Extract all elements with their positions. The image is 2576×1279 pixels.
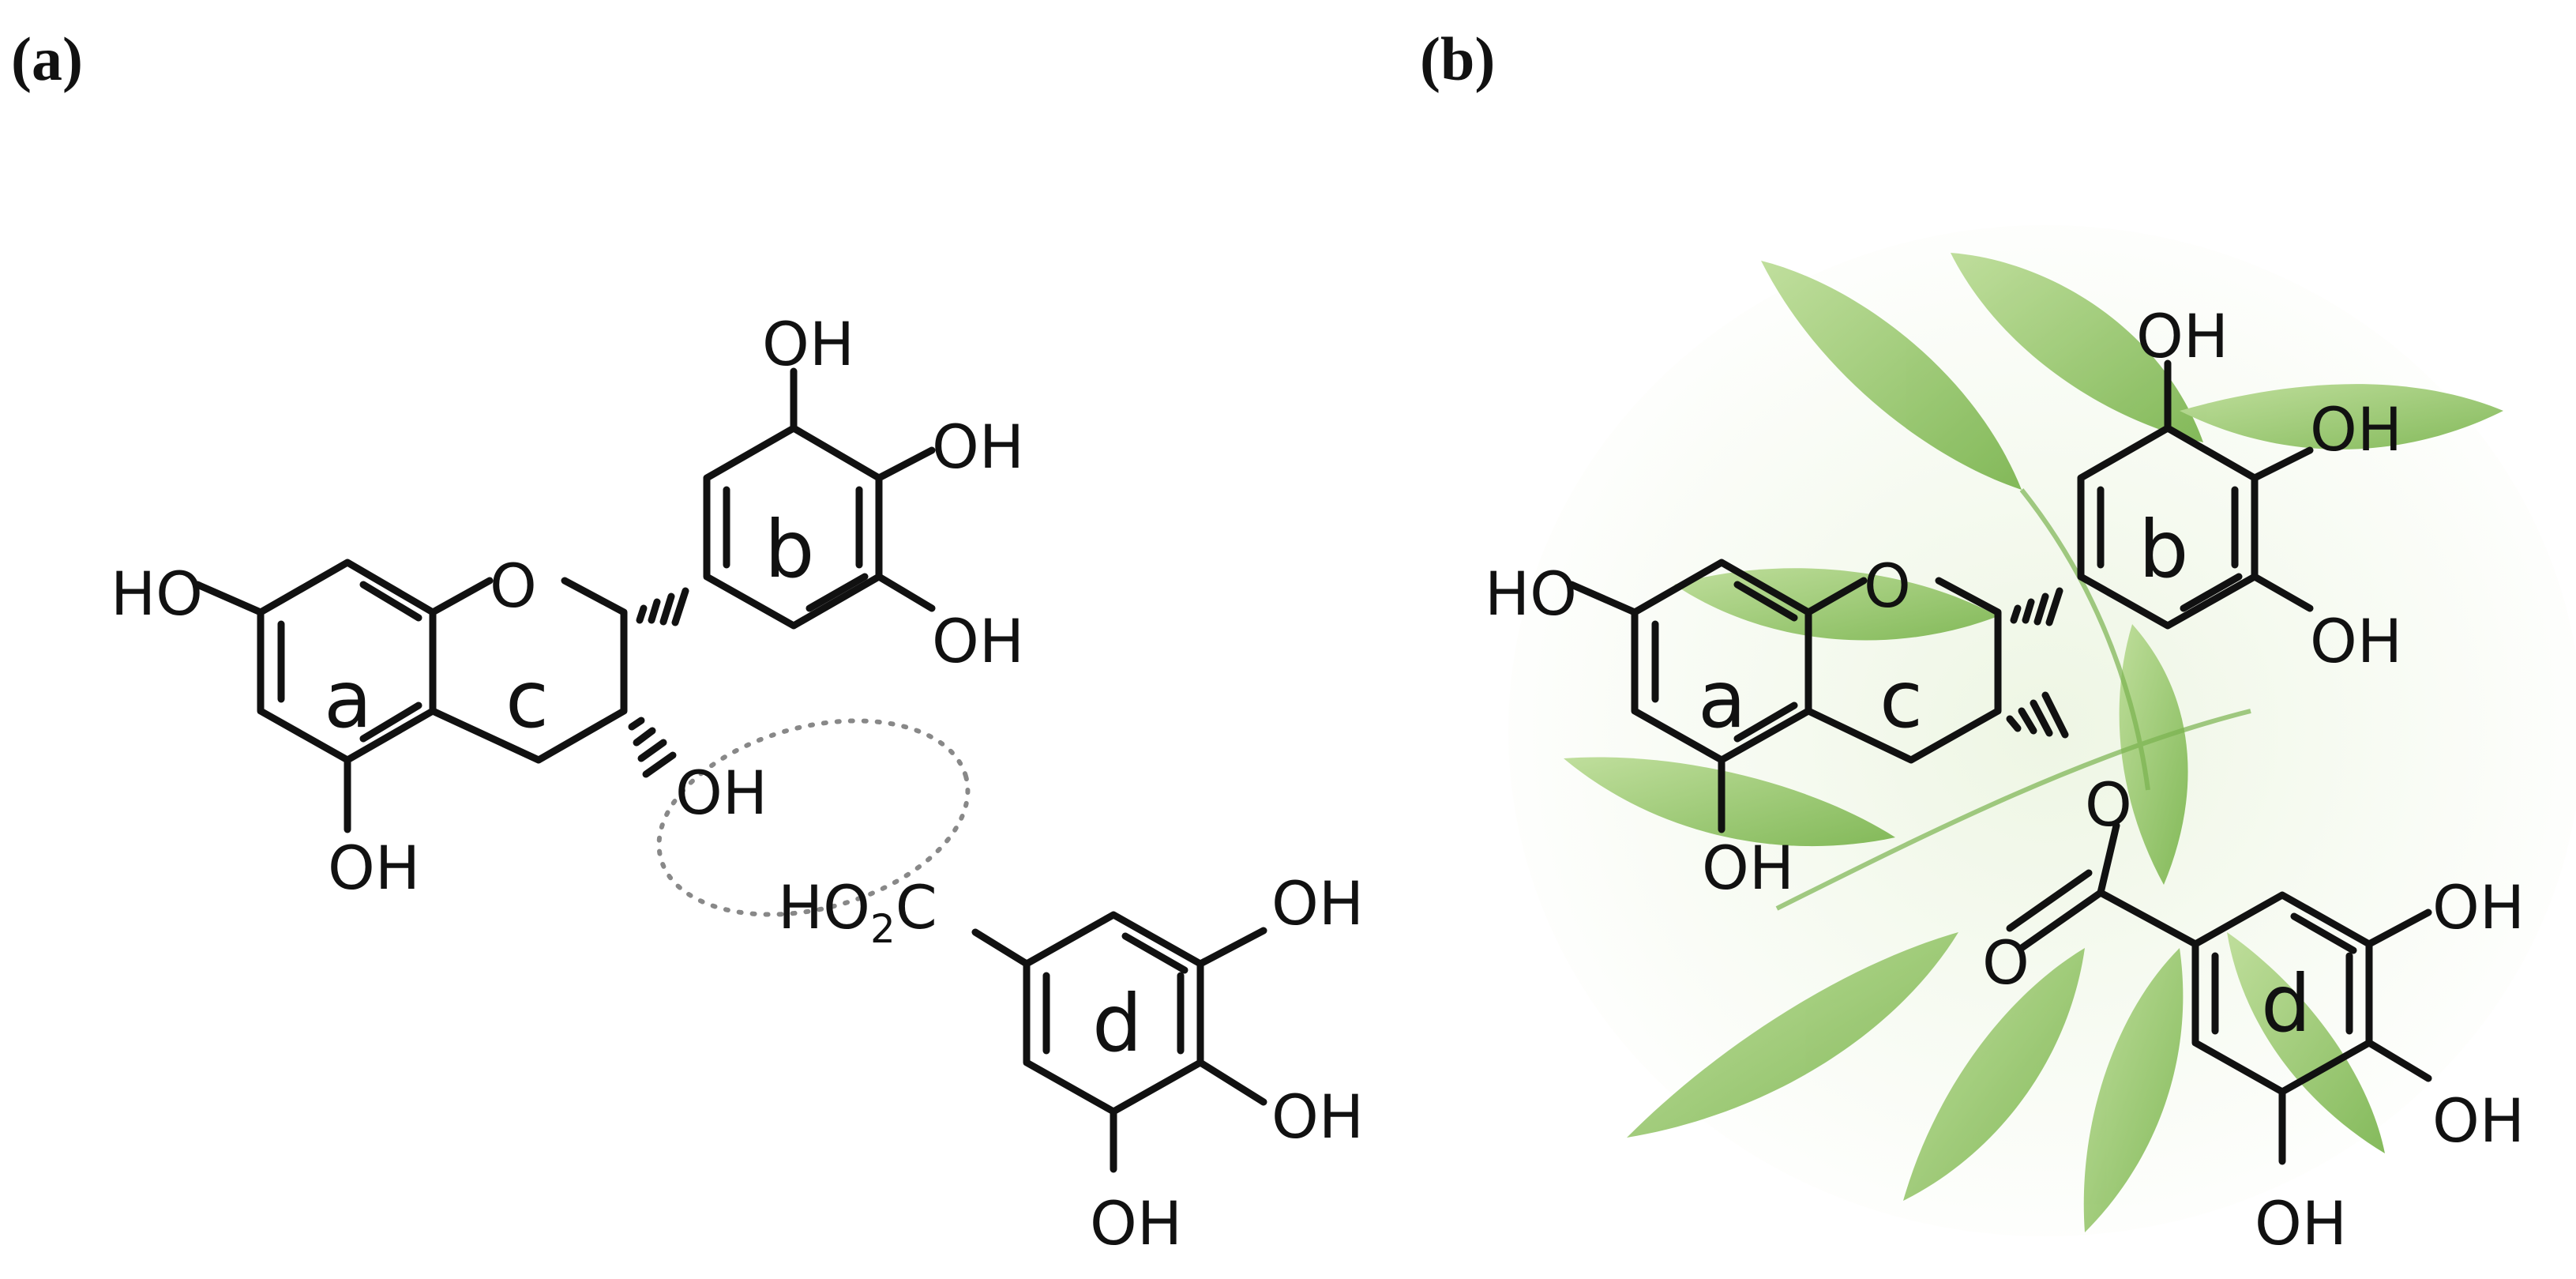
ring-label-a: a [324,653,372,746]
atom-oh-d3: OH [1090,1188,1182,1258]
ring-label-d-b: d [2261,957,2311,1050]
panel-b-structure: HO O OH O O OH OH OH OH OH OH a c b d [1485,301,2525,1258]
atom-oh-d3-b: OH [2255,1188,2347,1258]
panel-a-structure: HO O OH OH OH OH OH HO2C OH OH OH a c b … [111,309,1364,1258]
atom-oh-b3-b: OH [2310,606,2402,676]
panel-label-a: (a) [11,24,83,93]
atom-ho-7: HO [111,559,203,629]
atom-o-carbonyl: O [1982,927,2030,998]
ring-label-c: c [505,653,549,746]
atom-oh-3: OH [675,758,768,828]
ring-label-a-b: a [1698,653,1746,746]
ring-label-d: d [1092,977,1142,1070]
ring-label-b-b: b [2139,503,2188,596]
atom-oh-b1: OH [762,309,854,379]
atom-o-ester: O [2085,769,2132,840]
atom-oh-b1-b: OH [2136,301,2229,371]
atom-ho2c: HO2C [778,872,937,952]
atom-oh-5: OH [328,833,420,903]
hashed-wedge-c2 [636,587,689,626]
atom-oh-d1: OH [1271,868,1364,939]
panel-label-b: (b) [1420,24,1496,93]
atom-oh-b2: OH [932,412,1024,482]
ring-label-b: b [764,503,814,596]
atom-oh-5-b: OH [1702,833,1794,903]
atom-ho-7-b: HO [1485,559,1577,629]
tea-leaves-image [1508,225,2576,1236]
hashed-wedge-c3 [628,717,677,778]
atom-o-ring: O [490,551,537,621]
atom-oh-b3: OH [932,606,1024,676]
atom-o-ring-b: O [1864,551,1911,621]
dotted-ellipse-icon [656,718,971,917]
ring-label-c-b: c [1879,653,1923,746]
ring-c-bonds [429,577,494,616]
atom-oh-d2: OH [1271,1082,1364,1152]
atom-oh-d1-b: OH [2432,872,2525,942]
atom-oh-d2-b: OH [2432,1085,2525,1156]
atom-oh-b2-b: OH [2310,394,2402,465]
